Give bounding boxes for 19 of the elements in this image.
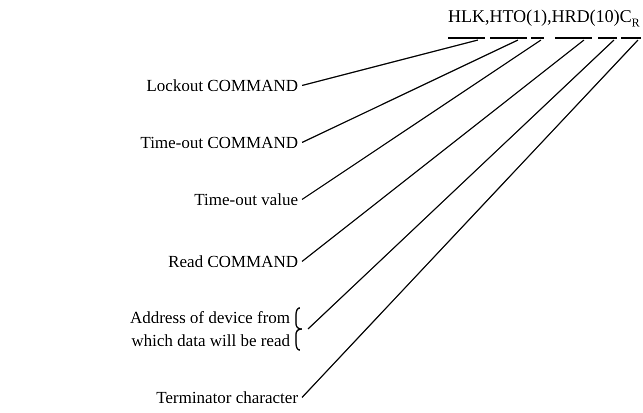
callout-label: Time-out COMMAND	[140, 131, 298, 154]
underline-mark	[555, 37, 592, 39]
callout-label: Terminator character	[156, 386, 298, 409]
underline-mark	[531, 37, 544, 39]
underline-mark	[490, 37, 527, 39]
callout-label: Address of device from which data will be read	[90, 306, 290, 352]
leader-line	[302, 39, 518, 144]
leader-line	[302, 40, 638, 398]
leader-line	[308, 40, 614, 330]
leader-line	[302, 39, 478, 86]
underline-mark	[621, 37, 641, 39]
leader-line	[302, 39, 542, 200]
callout-label: Time-out value	[194, 188, 298, 211]
callout-label: Read COMMAND	[168, 250, 298, 273]
underline-mark	[448, 37, 485, 39]
underline-mark	[598, 37, 617, 39]
leader-line	[302, 39, 584, 262]
callout-label: Lockout COMMAND	[146, 74, 298, 97]
command-string: HLK,HTO(1),HRD(10)C$_{R}$	[448, 5, 640, 32]
